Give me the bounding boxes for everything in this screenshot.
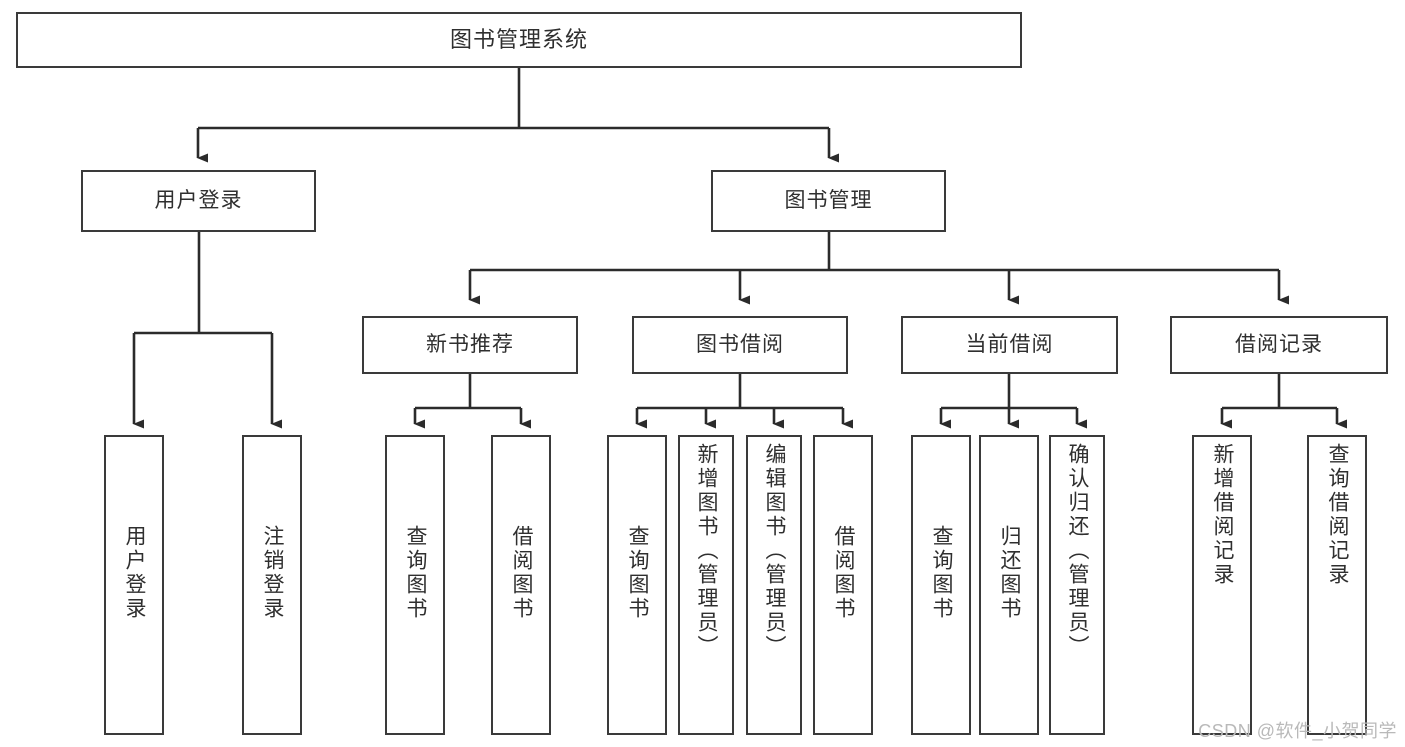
node-leaf-borrow-book-2[interactable]: 借阅图书 (813, 435, 873, 735)
node-leaf-return-book[interactable]: 归还图书 (979, 435, 1039, 735)
node-leaf-confirm-return-admin-label: 确认归还（管理员） (1066, 443, 1090, 659)
node-leaf-borrow-book-2-label: 借阅图书 (832, 525, 856, 621)
node-leaf-query-book-3[interactable]: 查询图书 (911, 435, 971, 735)
csdn-watermark: CSDN @软件_小贺同学 (1198, 721, 1397, 741)
node-root-label: 图书管理系统 (449, 27, 588, 53)
node-leaf-edit-book-admin-label: 编辑图书（管理员） (763, 443, 787, 659)
node-new-book-recommend[interactable]: 新书推荐 (362, 316, 578, 374)
node-user-login-label: 用户登录 (154, 188, 243, 212)
node-borrow-record[interactable]: 借阅记录 (1170, 316, 1388, 374)
node-leaf-return-book-label: 归还图书 (998, 525, 1022, 621)
node-leaf-query-borrow-record-label: 查询借阅记录 (1326, 443, 1350, 587)
node-leaf-user-login-label: 用户登录 (123, 525, 147, 621)
node-leaf-query-book-2-label: 查询图书 (626, 525, 650, 621)
node-book-management[interactable]: 图书管理 (711, 170, 946, 232)
node-user-login[interactable]: 用户登录 (81, 170, 316, 232)
node-leaf-query-borrow-record[interactable]: 查询借阅记录 (1307, 435, 1367, 735)
node-current-borrow-label: 当前借阅 (965, 332, 1054, 356)
node-leaf-add-borrow-record[interactable]: 新增借阅记录 (1192, 435, 1252, 735)
node-current-borrow[interactable]: 当前借阅 (901, 316, 1118, 374)
node-leaf-query-book-1[interactable]: 查询图书 (385, 435, 445, 735)
node-leaf-add-borrow-record-label: 新增借阅记录 (1211, 443, 1235, 587)
node-leaf-logout[interactable]: 注销登录 (242, 435, 302, 735)
node-leaf-query-book-2[interactable]: 查询图书 (607, 435, 667, 735)
node-leaf-add-book-admin[interactable]: 新增图书（管理员） (678, 435, 734, 735)
node-leaf-user-login[interactable]: 用户登录 (104, 435, 164, 735)
node-leaf-query-book-3-label: 查询图书 (930, 525, 954, 621)
node-root[interactable]: 图书管理系统 (16, 12, 1022, 68)
node-leaf-confirm-return-admin[interactable]: 确认归还（管理员） (1049, 435, 1105, 735)
node-leaf-edit-book-admin[interactable]: 编辑图书（管理员） (746, 435, 802, 735)
node-leaf-borrow-book-1[interactable]: 借阅图书 (491, 435, 551, 735)
node-leaf-logout-label: 注销登录 (261, 525, 285, 621)
node-new-book-recommend-label: 新书推荐 (426, 332, 514, 356)
node-book-borrow[interactable]: 图书借阅 (632, 316, 848, 374)
node-borrow-record-label: 借阅记录 (1235, 332, 1323, 356)
node-leaf-query-book-1-label: 查询图书 (404, 525, 428, 621)
node-book-borrow-label: 图书借阅 (696, 332, 784, 356)
node-leaf-add-book-admin-label: 新增图书（管理员） (695, 443, 719, 659)
node-book-management-label: 图书管理 (784, 188, 873, 212)
node-leaf-borrow-book-1-label: 借阅图书 (510, 525, 534, 621)
